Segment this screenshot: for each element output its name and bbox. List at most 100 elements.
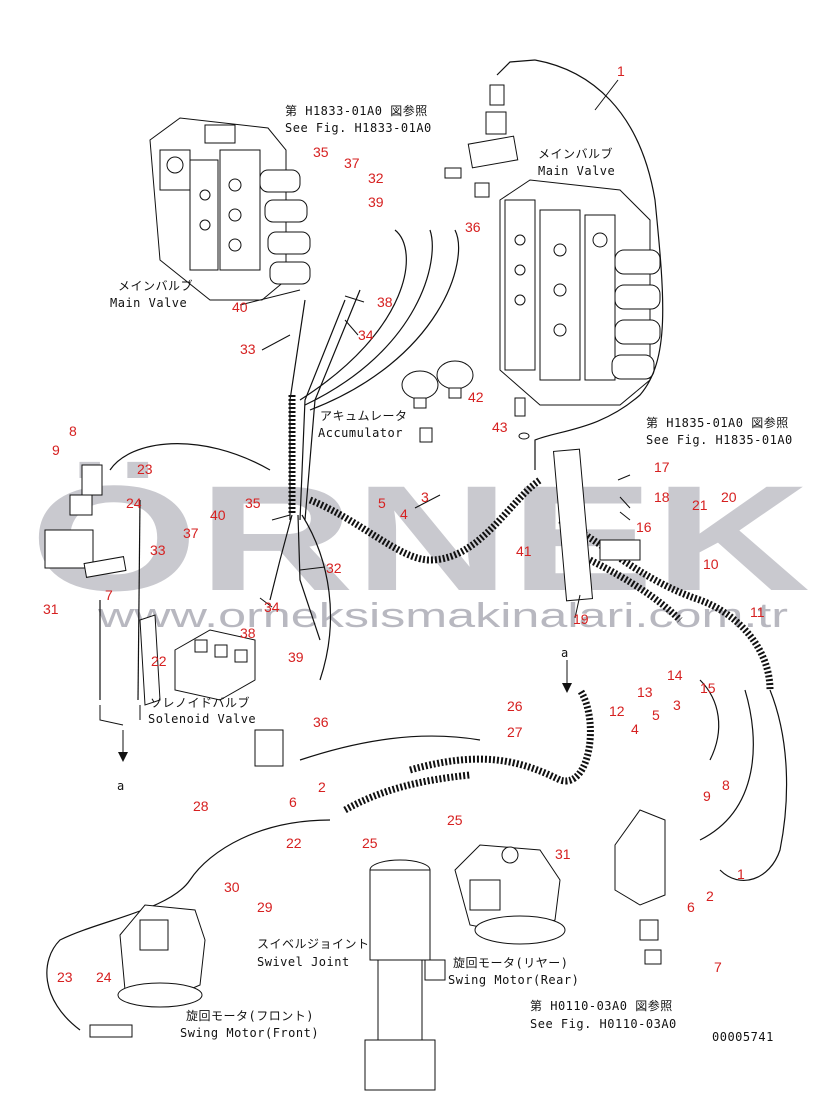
- callout: 9: [703, 788, 711, 804]
- solenoid-jp: ソレノイドバルブ: [150, 695, 250, 710]
- callout: 2: [706, 888, 714, 904]
- swing-motor-front-drawing: [89, 904, 206, 1038]
- callout: 14: [667, 667, 683, 683]
- ref-top-en: See Fig. H1833-01A0: [285, 121, 432, 135]
- callout: 11: [750, 604, 765, 620]
- accumulator-drawing: [401, 360, 530, 443]
- callout: 34: [264, 599, 280, 615]
- hose-lines: [46, 59, 788, 1031]
- callout: 32: [368, 170, 384, 186]
- callout: 26: [507, 698, 523, 714]
- callout: 13: [637, 684, 653, 700]
- callout: 5: [652, 707, 660, 723]
- callout: 9: [52, 442, 60, 458]
- pressure-switch-fitting: [444, 59, 536, 198]
- swing-front-en: Swing Motor(Front): [180, 1026, 319, 1040]
- callout: 18: [654, 489, 670, 505]
- callout: 12: [609, 703, 625, 719]
- callout: 38: [377, 294, 393, 310]
- main-valve-right-drawing: [499, 179, 661, 406]
- callout: 1: [617, 63, 625, 79]
- main-valve-left-en: Main Valve: [110, 296, 187, 310]
- callout: 3: [421, 489, 429, 505]
- swivel-jp: スイベルジョイント: [257, 937, 370, 951]
- callout: 25: [362, 835, 378, 851]
- callout: 22: [286, 835, 302, 851]
- callout: 10: [703, 556, 719, 572]
- callout: 40: [210, 507, 226, 523]
- main-valve-left-jp: メインバルブ: [118, 278, 193, 293]
- callout: 7: [105, 587, 113, 603]
- callout: 6: [289, 794, 297, 810]
- swing-motor-rear-drawing: [454, 844, 566, 945]
- callout: 32: [326, 560, 342, 576]
- callout: 3: [673, 697, 681, 713]
- callout: 33: [150, 542, 166, 558]
- callout: 39: [368, 194, 384, 210]
- callout: 2: [318, 779, 326, 795]
- callout: 21: [692, 497, 708, 513]
- callout: 1: [737, 866, 745, 882]
- callout: 42: [468, 389, 484, 405]
- main-valve-right-jp: メインバルブ: [538, 146, 613, 161]
- main-valve-left-drawing: [149, 117, 311, 301]
- callout: 25: [447, 812, 463, 828]
- callout: 8: [722, 777, 730, 793]
- ref-top-jp: 第 H1833-01A0 図参照: [285, 103, 428, 118]
- callout: 23: [57, 969, 73, 985]
- callout: 29: [257, 899, 273, 915]
- callout: 6: [687, 899, 695, 915]
- callout-numbers: 1 32 35 37 39 36 40 38 34 33 42 43 8 9 2…: [43, 63, 765, 985]
- callout: 15: [700, 680, 716, 696]
- ref-bottom-en: See Fig. H0110-03A0: [530, 1017, 677, 1031]
- swivel-en: Swivel Joint: [257, 955, 350, 969]
- callout: 23: [137, 461, 153, 477]
- callout: 22: [151, 653, 167, 669]
- callout: 43: [492, 419, 508, 435]
- check-valve-block: [44, 464, 127, 578]
- watermark: ÖRNEK www.orneksismakinalari.com.tr: [30, 454, 810, 635]
- callout: 34: [358, 327, 374, 343]
- callout: 36: [313, 714, 329, 730]
- ref-right-en: See Fig. H1835-01A0: [646, 433, 793, 447]
- lock-valve-drawing: [614, 809, 666, 965]
- callout: 37: [344, 155, 360, 171]
- text-labels: 第 H1833-01A0 図参照 See Fig. H1833-01A0 メイン…: [110, 103, 793, 1044]
- swing-front-jp: 旋回モータ(フロント): [186, 1009, 314, 1023]
- drawing-number: 00005741: [712, 1030, 774, 1044]
- callout: 31: [43, 601, 59, 617]
- callout: 37: [183, 525, 199, 541]
- swing-rear-en: Swing Motor(Rear): [448, 973, 579, 987]
- callout: 17: [654, 459, 670, 475]
- callout: 24: [126, 495, 142, 511]
- accumulator-jp: アキュムレータ: [320, 409, 408, 423]
- callout: 27: [507, 724, 523, 740]
- main-valve-right-en: Main Valve: [538, 164, 615, 178]
- callout: 40: [232, 299, 248, 315]
- callout: 8: [69, 423, 77, 439]
- callout: 16: [636, 519, 652, 535]
- accumulator-en: Accumulator: [318, 426, 403, 440]
- solenoid-valve-drawing: [139, 614, 284, 767]
- callout: 30: [224, 879, 240, 895]
- marker-a-right: a: [561, 646, 569, 660]
- swivel-joint-drawing: [364, 859, 446, 1091]
- solenoid-en: Solenoid Valve: [148, 712, 256, 726]
- callout: 4: [400, 506, 408, 522]
- callout: 24: [96, 969, 112, 985]
- callout: 31: [555, 846, 571, 862]
- swing-rear-jp: 旋回モータ(リヤー): [453, 956, 568, 970]
- callout: 35: [313, 144, 329, 160]
- callout: 5: [378, 495, 386, 511]
- reference-markers: a a: [117, 646, 572, 793]
- callout: 19: [573, 611, 589, 627]
- callout: 7: [714, 959, 722, 975]
- callout: 38: [240, 625, 256, 641]
- callout: 4: [631, 721, 639, 737]
- ref-right-jp: 第 H1835-01A0 図参照: [646, 415, 789, 430]
- callout: 35: [245, 495, 261, 511]
- ref-bottom-jp: 第 H0110-03A0 図参照: [530, 998, 673, 1013]
- callout: 33: [240, 341, 256, 357]
- callout: 41: [516, 543, 532, 559]
